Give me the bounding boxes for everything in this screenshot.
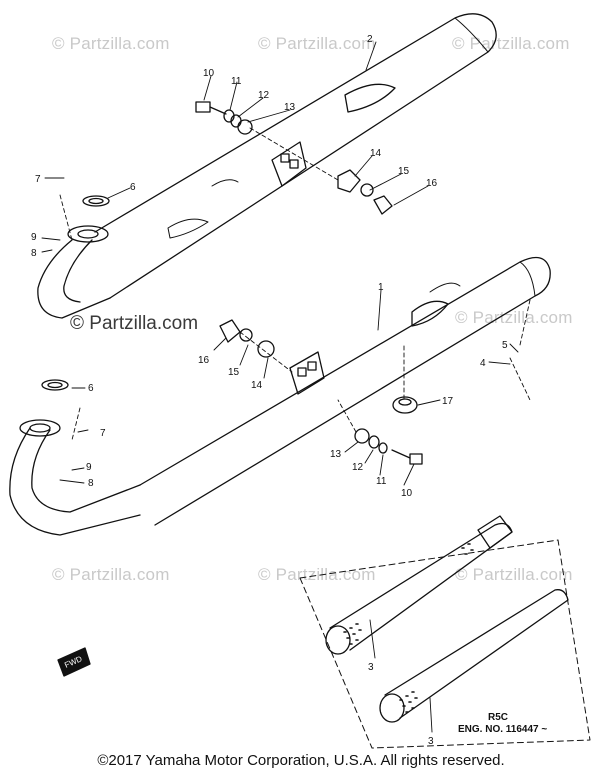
- callout-12: 12: [352, 462, 364, 473]
- callout-14: 14: [251, 380, 263, 391]
- callout-13: 13: [330, 449, 342, 460]
- insert-upper: [325, 515, 513, 655]
- variant-engine-number: ENG. NO. 116447 ~: [458, 724, 548, 735]
- lower-exhaust-pipe: [9, 379, 141, 536]
- callout-5: 5: [502, 340, 508, 351]
- callout-9: 9: [86, 462, 92, 473]
- upper-nut-set: [337, 169, 393, 215]
- callout-3: 3: [368, 662, 374, 673]
- damper-17: [392, 396, 418, 414]
- callout-12: 12: [258, 90, 270, 101]
- callout-13: 13: [284, 102, 296, 113]
- variant-dashed-box: [299, 539, 591, 749]
- callout-7: 7: [35, 174, 41, 185]
- watermark: © Partzilla.com: [258, 565, 376, 584]
- lower-nut-set: [219, 319, 275, 358]
- callout-1: 1: [378, 282, 384, 293]
- callout-15: 15: [228, 367, 240, 378]
- callout-17: 17: [442, 396, 454, 407]
- assembly-centerlines: [59, 127, 531, 441]
- callout-11: 11: [376, 476, 387, 487]
- callout-8: 8: [88, 478, 94, 489]
- watermark: © Partzilla.com: [52, 565, 170, 584]
- callout-4: 4: [480, 358, 486, 369]
- upper-bolt-set: [195, 101, 253, 135]
- insert-lower: [379, 589, 569, 723]
- callout-11: 11: [231, 76, 242, 87]
- callout-8: 8: [31, 248, 37, 259]
- watermark: © Partzilla.com: [455, 308, 573, 327]
- callout-3: 3: [428, 736, 434, 747]
- callout-10: 10: [401, 488, 413, 499]
- callout-7: 7: [100, 428, 106, 439]
- insert-perforations: [343, 543, 474, 713]
- fwd-arrow-tag: [57, 647, 91, 677]
- watermark-main: © Partzilla.com: [70, 313, 199, 334]
- callout-16: 16: [426, 178, 438, 189]
- callout-2: 2: [367, 34, 373, 45]
- callout-numbers: 2 1 10 11 12 13 14 15 16 7 6 9 8 6 7 9 8…: [31, 34, 508, 747]
- callout-leaders: [41, 41, 519, 733]
- watermark: © Partzilla.com: [452, 34, 570, 53]
- variant-model: R5C: [488, 712, 509, 723]
- callout-9: 9: [31, 232, 37, 243]
- callout-15: 15: [398, 166, 410, 177]
- lower-bolt-set: [354, 428, 423, 465]
- watermark: © Partzilla.com: [455, 565, 573, 584]
- copyright-footer: ©2017 Yamaha Motor Corporation, U.S.A. A…: [97, 752, 505, 769]
- upper-exhaust-pipe: [37, 195, 111, 319]
- lower-muffler: [139, 256, 551, 526]
- callout-10: 10: [203, 68, 215, 79]
- callout-6: 6: [88, 383, 94, 394]
- callout-6: 6: [130, 182, 136, 193]
- watermark: © Partzilla.com: [52, 34, 170, 53]
- callout-14: 14: [370, 148, 382, 159]
- upper-muffler: [94, 13, 497, 299]
- callout-16: 16: [198, 355, 210, 366]
- watermark: © Partzilla.com: [258, 34, 376, 53]
